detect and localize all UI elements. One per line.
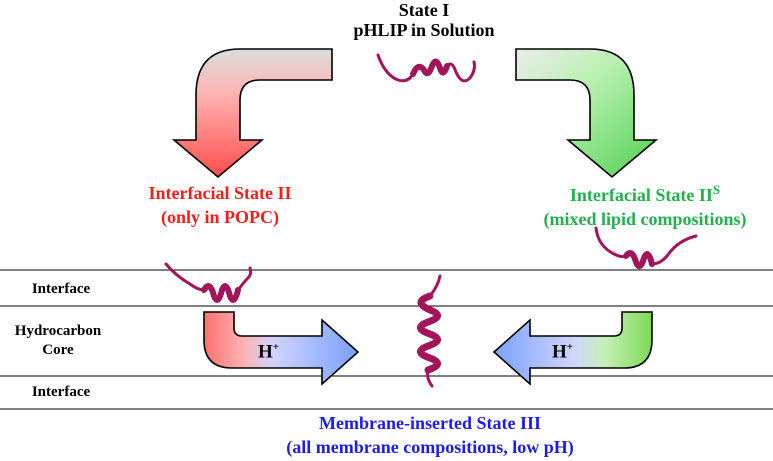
state2-title: Interfacial State II: [148, 183, 292, 203]
helix-state3: [417, 274, 442, 388]
proton-left-sup: +: [272, 341, 280, 353]
state3-label: Membrane-inserted State III (all membran…: [230, 411, 630, 459]
state1-title: State I: [398, 0, 450, 20]
arrow-state1-to-state2: [171, 48, 333, 179]
zone-core-line1: Hydrocarbon: [14, 323, 102, 339]
zone-hydrocarbon-core: Hydrocarbon Core: [2, 322, 114, 360]
proton-label-right: H+: [552, 341, 573, 363]
arrow-state1-to-state2s: [515, 48, 659, 179]
helix-state2s: [594, 226, 698, 270]
zone-interface-top: Interface: [31, 281, 91, 297]
zone-core-line2: Core: [42, 342, 74, 358]
state3-title: Membrane-inserted State III: [319, 413, 541, 433]
proton-right-sup: +: [566, 341, 574, 353]
state2s-subtitle: (mixed lipid compositions): [543, 209, 747, 229]
arrow-state2-to-state3: [203, 311, 360, 386]
helix-state1: [376, 53, 476, 83]
membrane-lines: [0, 269, 773, 410]
state1-label: State I pHLIP in Solution: [324, 0, 524, 40]
state2s-title-text: Interfacial State II: [569, 185, 713, 205]
proton-right-base: H: [552, 341, 567, 363]
zone-interface-bottom: Interface: [31, 384, 91, 400]
proton-label-left: H+: [258, 341, 279, 363]
state2s-superscript: S: [712, 182, 721, 197]
state2s-title: Interfacial State IIS: [520, 178, 770, 207]
helix-state2: [164, 262, 253, 303]
proton-left-base: H: [258, 341, 273, 363]
state1-subtitle: pHLIP in Solution: [353, 20, 495, 40]
state2-label: Interfacial State II (only in POPC): [110, 181, 330, 229]
state3-subtitle: (all membrane compositions, low pH): [286, 437, 574, 457]
arrow-state2s-to-state3: [492, 311, 653, 386]
state2-subtitle: (only in POPC): [160, 207, 279, 227]
state2s-label: Interfacial State IIS (mixed lipid compo…: [520, 178, 770, 231]
